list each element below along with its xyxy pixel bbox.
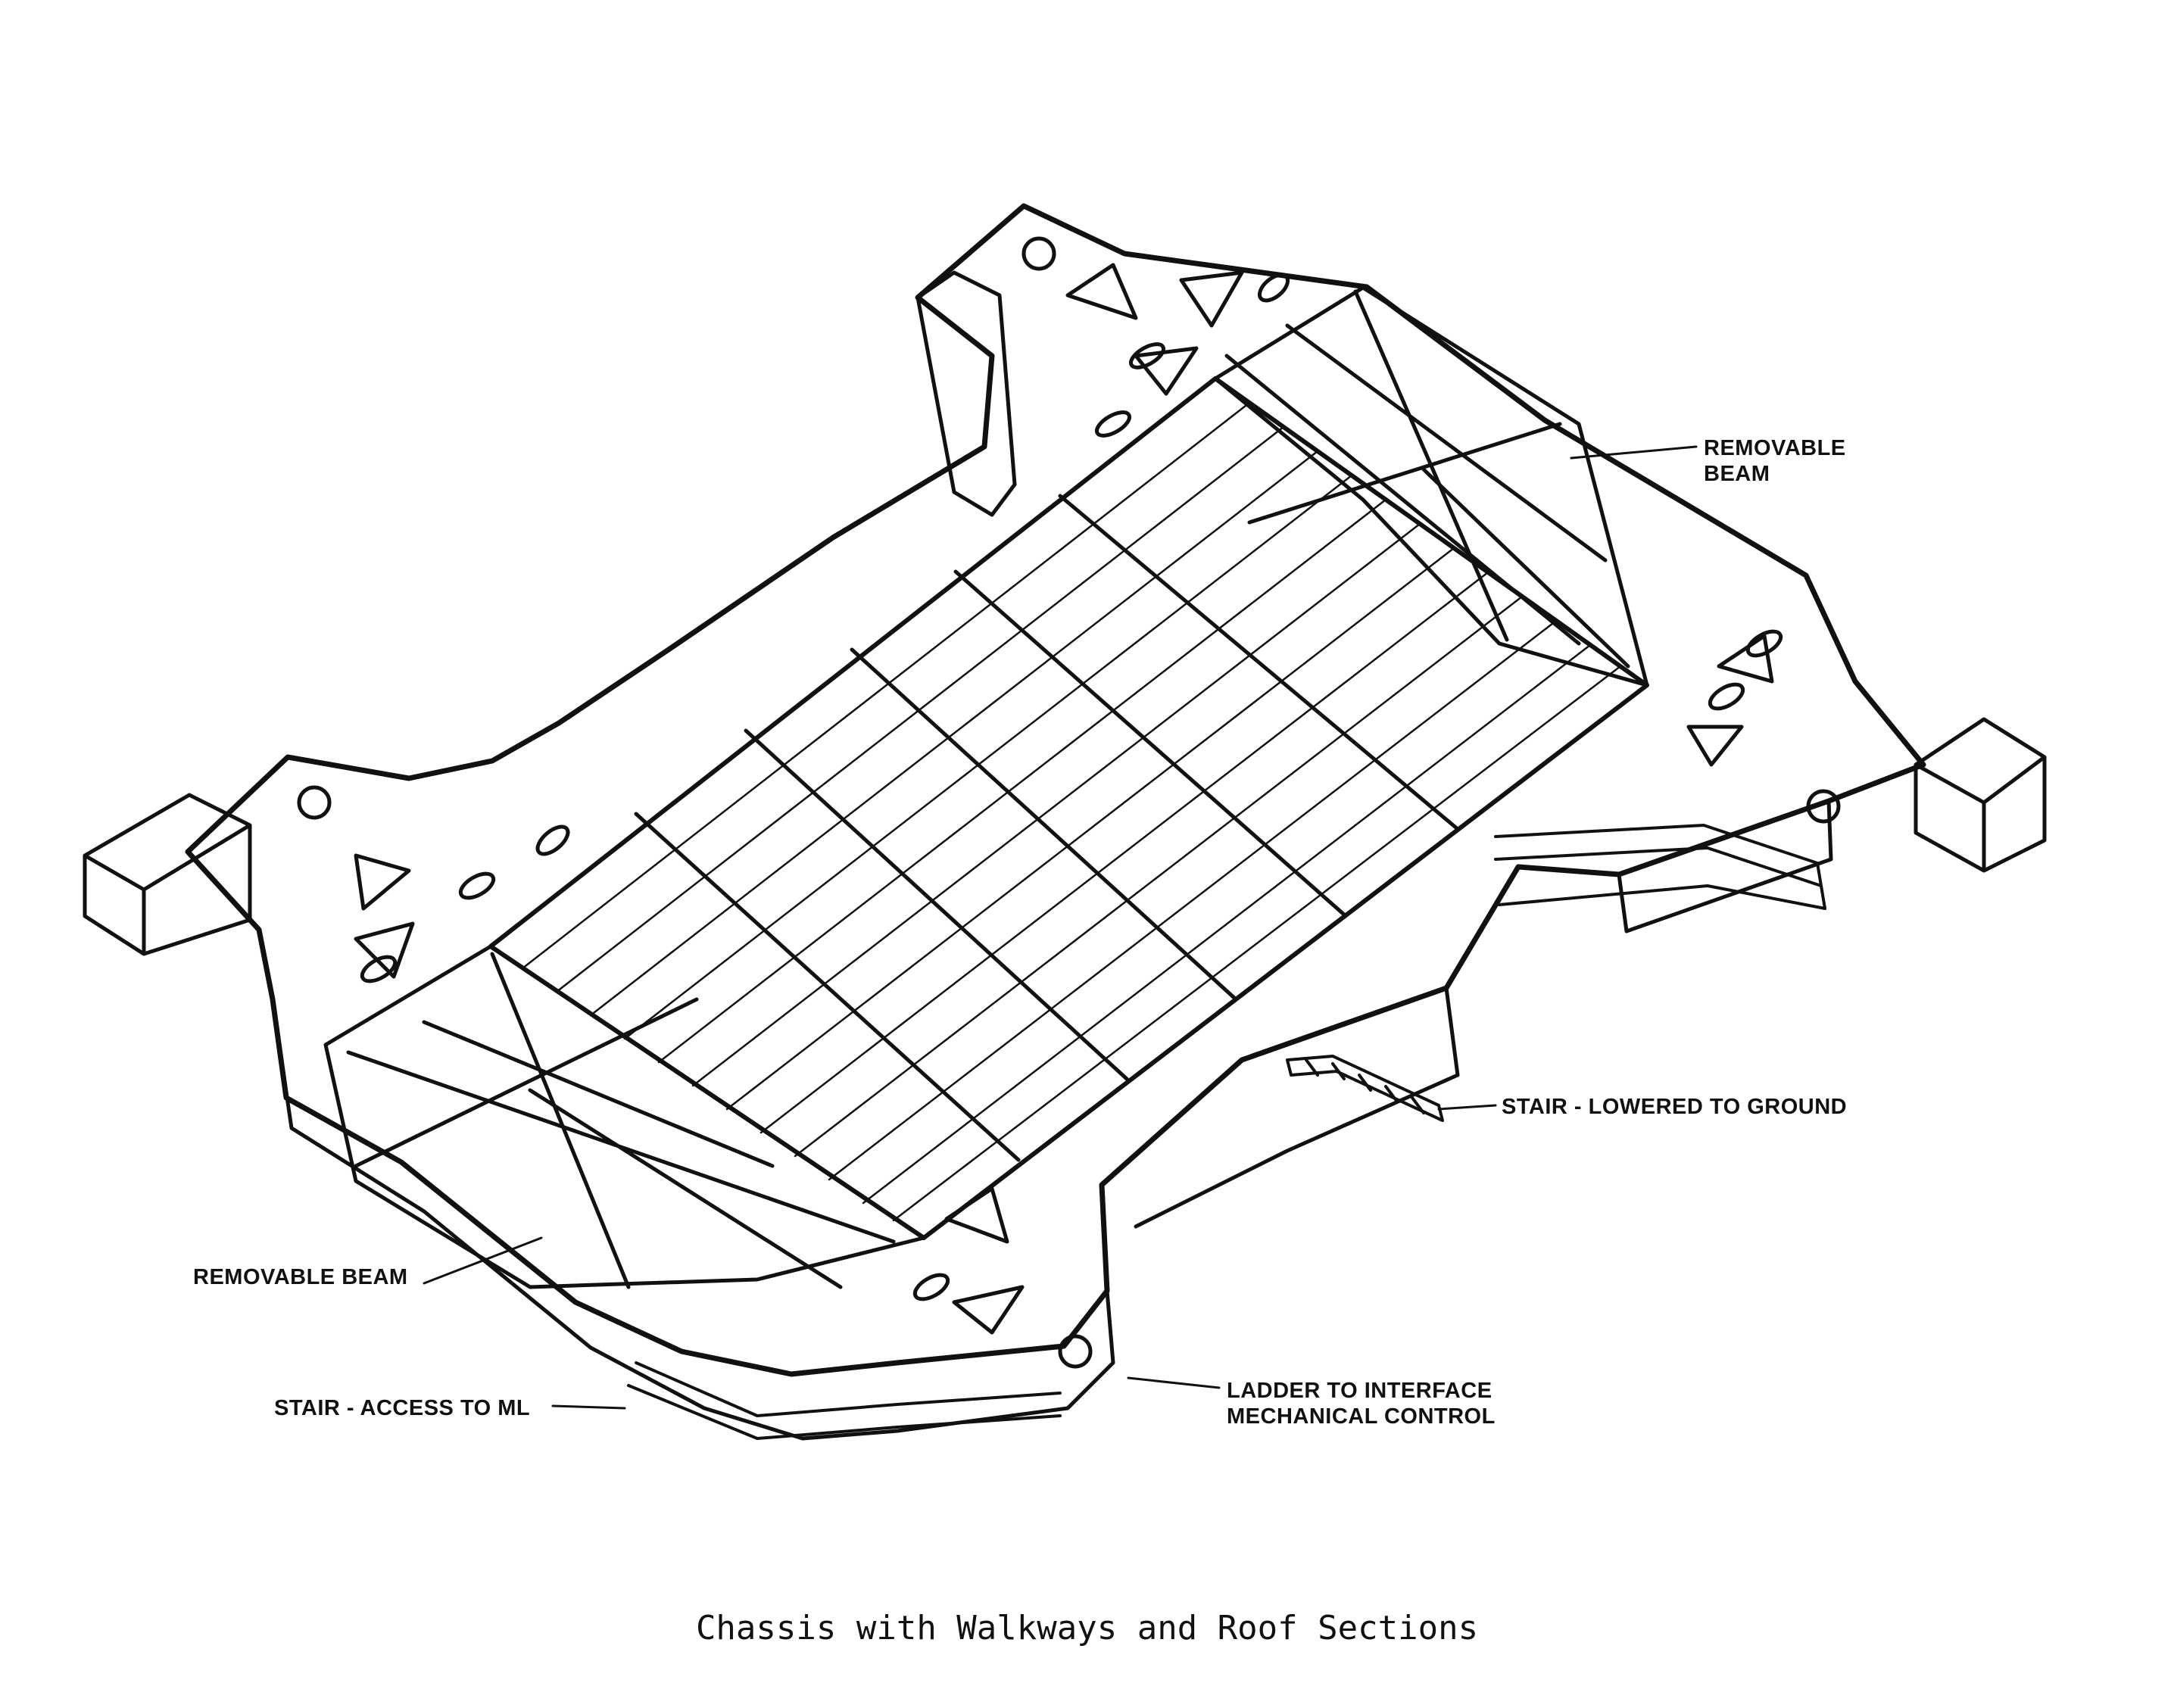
housing-top-left bbox=[915, 270, 1017, 517]
housing-left bbox=[83, 793, 252, 956]
deck-holes bbox=[354, 263, 1783, 1335]
callout-removable-beam-top-line2: BEAM bbox=[1704, 462, 1770, 487]
jack-points bbox=[297, 236, 1841, 1369]
callout-stair-access: STAIR - ACCESS TO ML bbox=[274, 1396, 531, 1420]
walkway-right bbox=[1494, 824, 1826, 910]
callout-ladder: LADDER TO INTERFACE MECHANICAL CONTROL bbox=[1227, 1378, 1496, 1429]
callout-stair-lowered: STAIR - LOWERED TO GROUND bbox=[1502, 1095, 1848, 1119]
chassis-deck-outline bbox=[185, 203, 1926, 1377]
stair-lowered bbox=[1286, 1055, 1444, 1122]
roof-slats bbox=[521, 401, 1622, 1222]
callout-removable-beam-top-line1: REMOVABLE bbox=[1704, 436, 1846, 460]
housing-right bbox=[1914, 717, 2047, 873]
callout-removable-beam-top: REMOVABLE BEAM bbox=[1704, 435, 1846, 487]
walkway-front bbox=[627, 1361, 1062, 1440]
callout-leaders bbox=[423, 445, 1698, 1410]
roof-panels bbox=[488, 376, 1649, 1240]
truss-lower-left bbox=[323, 944, 926, 1289]
chassis-deck-edge bbox=[270, 997, 1115, 1441]
truss-upper-right bbox=[1213, 285, 1649, 687]
callout-ladder-line1: LADDER TO INTERFACE bbox=[1227, 1379, 1492, 1403]
figure-caption: Chassis with Walkways and Roof Sections bbox=[695, 1609, 1479, 1647]
callout-ladder-line2: MECHANICAL CONTROL bbox=[1227, 1404, 1496, 1429]
callout-removable-beam-left: REMOVABLE BEAM bbox=[193, 1265, 408, 1289]
